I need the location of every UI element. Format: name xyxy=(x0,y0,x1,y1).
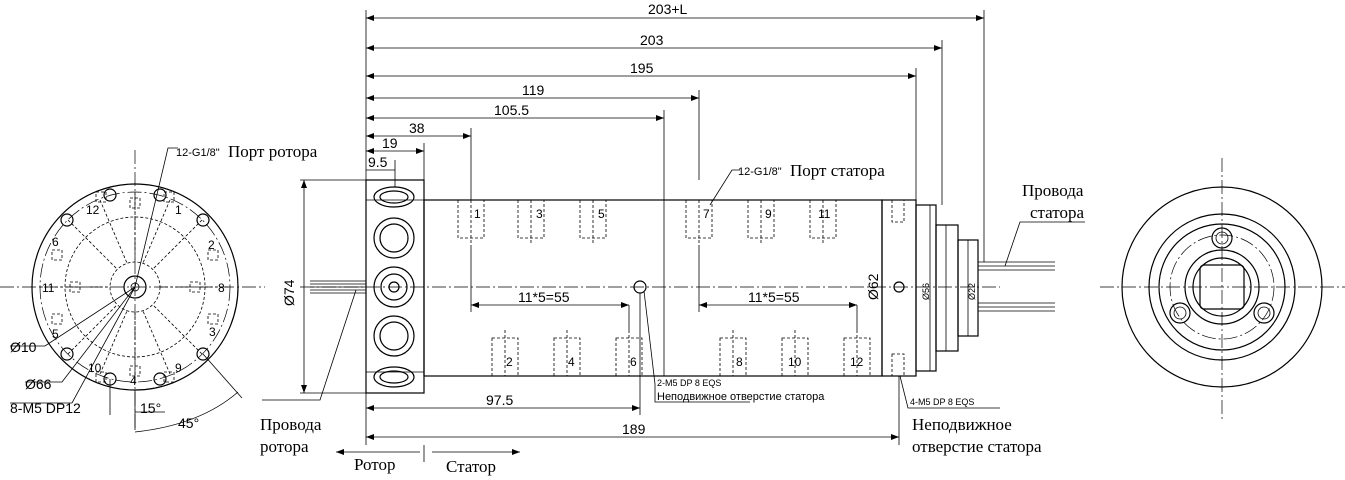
end-bolt-right xyxy=(1253,302,1275,324)
port-2: 2 xyxy=(506,355,513,369)
stator-wires-line1: Провода xyxy=(1022,181,1084,200)
flange-port-6: 6 xyxy=(52,235,59,249)
rotor-flange-view: 12 1 2 3 4 5 6 9 10 11 8 12-G1/8" Порт р… xyxy=(0,142,318,433)
end-bolt-top xyxy=(1211,227,1233,249)
m5-rotor-label: 8-M5 DP12 xyxy=(10,400,81,416)
dim-203: 203 xyxy=(640,32,664,48)
port-3: 3 xyxy=(536,207,543,221)
stator-side-label: Статор xyxy=(446,457,496,476)
port-1: 1 xyxy=(474,207,481,221)
dia62: Ø62 xyxy=(865,273,881,300)
flange-port-8: 8 xyxy=(218,281,225,295)
flange-port-4: 4 xyxy=(130,374,137,388)
flange-port-9: 9 xyxy=(175,361,182,375)
top-stator-ports xyxy=(457,199,837,245)
port-10: 10 xyxy=(788,355,802,369)
dia10-label: Ø10 xyxy=(10,339,37,355)
rotor-wires-line2: ротора xyxy=(260,437,309,456)
stator-cover xyxy=(935,224,959,352)
bottom-stator-ports xyxy=(491,330,871,377)
port-11: 11 xyxy=(818,207,831,221)
dim-9-5: 9.5 xyxy=(368,154,388,170)
port-12: 12 xyxy=(850,355,864,369)
end-bolt-left xyxy=(1169,302,1191,324)
port-8: 8 xyxy=(736,355,743,369)
dim-19: 19 xyxy=(382,135,398,151)
flange-port-12: 12 xyxy=(86,203,100,217)
center-bore xyxy=(123,275,147,299)
rotor-port-label: Порт ротора xyxy=(228,142,318,161)
dia56: Ø56 xyxy=(921,283,931,300)
port-4: 4 xyxy=(568,355,575,369)
flange-port-11: 11 xyxy=(42,281,55,295)
pitch-stator: 11*5=55 xyxy=(748,289,800,305)
dia22: Ø22 xyxy=(967,283,977,300)
flange-port-3: 3 xyxy=(209,325,216,339)
m5-holes xyxy=(60,188,210,386)
rotor-wires-line1: Провода xyxy=(260,415,322,434)
port-5: 5 xyxy=(598,207,605,221)
rotor-block xyxy=(365,179,425,394)
dim-195: 195 xyxy=(630,60,654,76)
flange-port-2: 2 xyxy=(208,238,215,252)
rotor-side-label: Ротор xyxy=(354,455,396,474)
stator-fixed-line1: Неподвижное xyxy=(912,415,1012,434)
dim-203L: 203+L xyxy=(648,1,688,17)
stator-body xyxy=(423,199,883,377)
port-9: 9 xyxy=(765,207,772,221)
stator-hole4-spec: 4-M5 DP 8 EQS xyxy=(910,397,974,407)
end-outer-circle xyxy=(1121,186,1323,388)
stator-fixed-line2: отверстие статора xyxy=(912,437,1042,456)
stator-end-cap xyxy=(881,199,917,377)
pitch-rotor: 11*5=55 xyxy=(518,289,570,305)
dim-119: 119 xyxy=(522,82,545,98)
dia74: Ø74 xyxy=(281,279,297,306)
stator-port-label: Порт статора xyxy=(790,161,885,180)
side-view: 1 3 5 7 9 11 2 4 6 8 10 12 xyxy=(260,1,1085,476)
stator-port-spec: 12-G1/8" xyxy=(738,166,782,178)
rotor-ports xyxy=(373,186,415,388)
dim-97-5: 97.5 xyxy=(486,392,513,408)
port-6: 6 xyxy=(630,355,637,369)
stator-hole-spec: 2-M5 DP 8 EQS xyxy=(657,378,721,388)
angle-45-label: 45° xyxy=(178,415,199,431)
end-hub xyxy=(1184,249,1260,325)
dia66-label: Ø66 xyxy=(25,376,52,392)
rotor-port-spec: 12-G1/8" xyxy=(176,147,220,159)
stator-wires-line2: статора xyxy=(1030,203,1084,222)
stator-hole-text: Неподвижное отверстие статора xyxy=(657,391,825,403)
flange-port-10: 10 xyxy=(88,361,102,375)
flange-port-1: 1 xyxy=(175,203,182,217)
dim-189: 189 xyxy=(622,421,646,437)
dim-105: 105.5 xyxy=(494,102,529,118)
dim-38: 38 xyxy=(409,120,425,136)
angle-15-label: 15° xyxy=(140,400,161,416)
flange-port-5: 5 xyxy=(52,327,59,341)
stator-end-view xyxy=(1100,158,1345,420)
port-7: 7 xyxy=(703,207,710,221)
